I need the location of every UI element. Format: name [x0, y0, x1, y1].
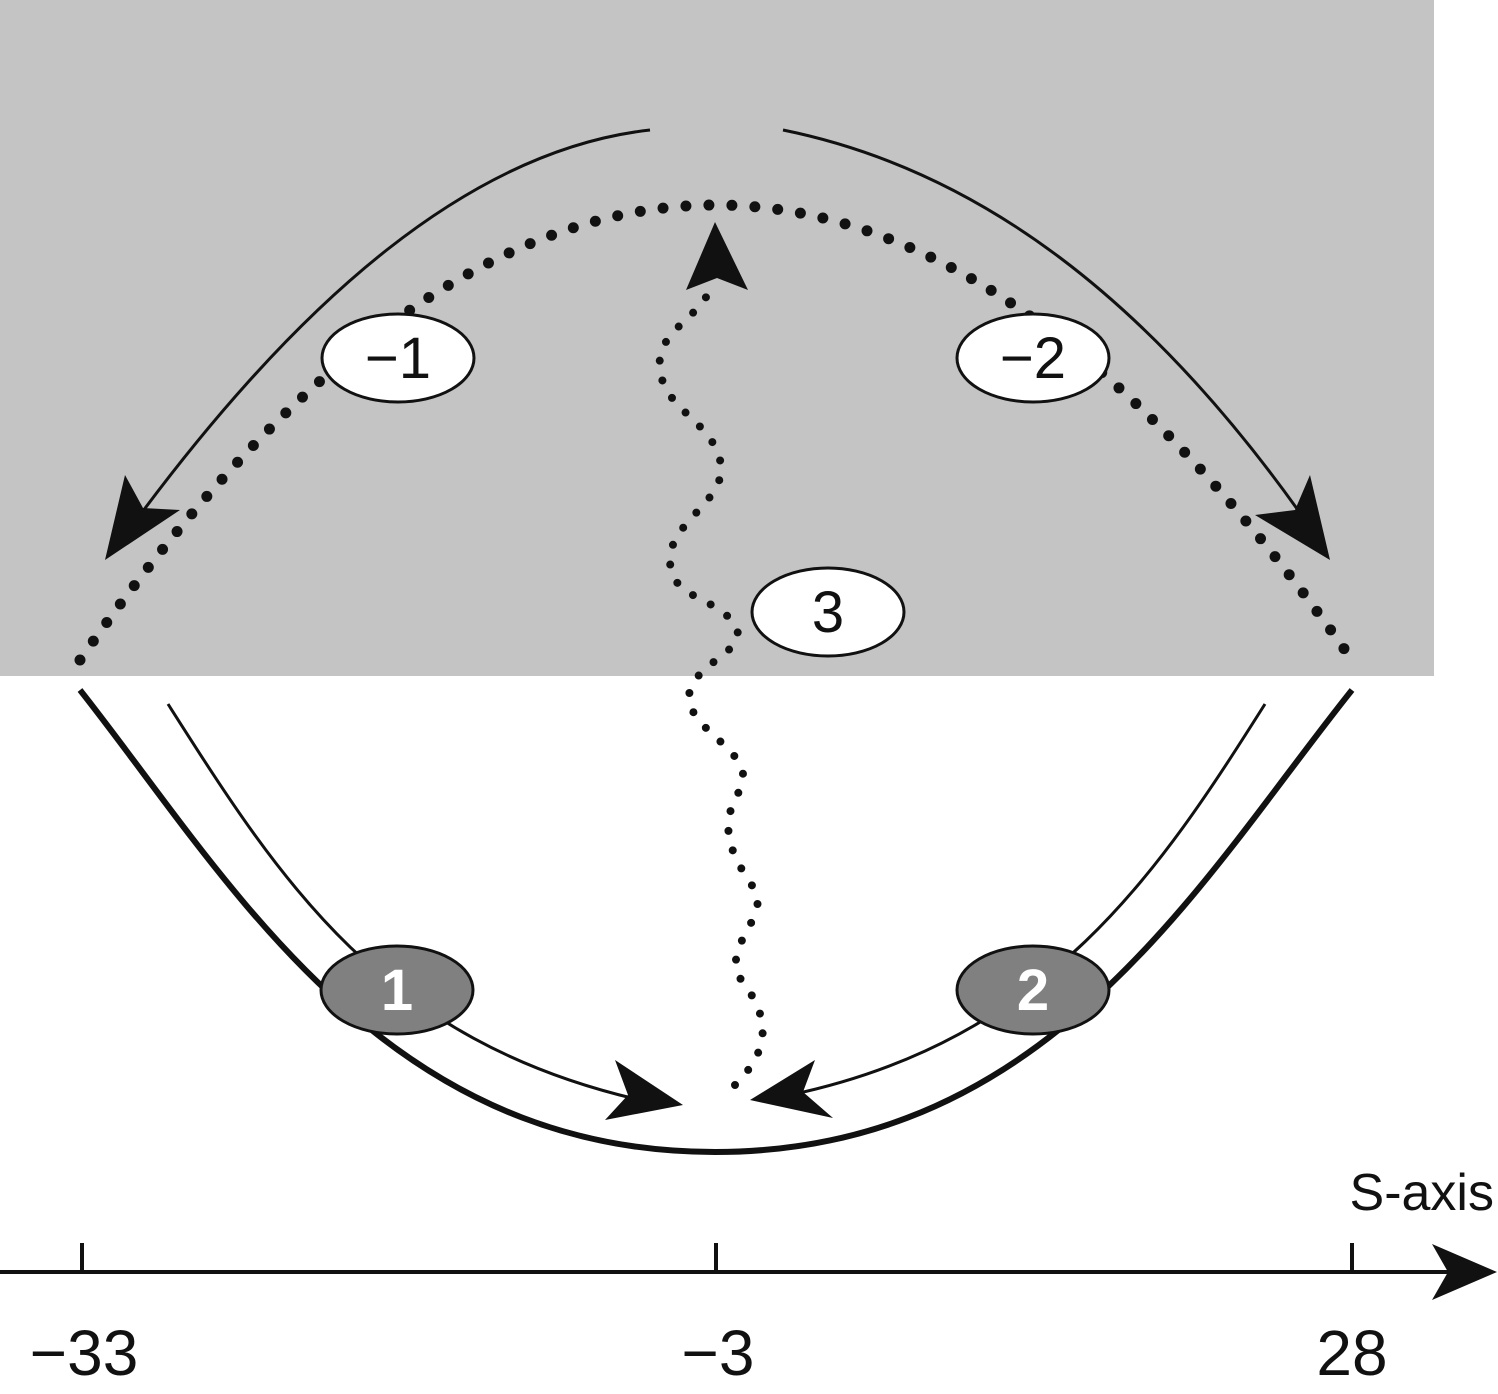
wavy-dotted-path	[655, 281, 767, 1089]
tick-label-minus-3: −3	[682, 1317, 755, 1389]
tick-label-28: 28	[1316, 1317, 1387, 1389]
node-1: 1	[319, 944, 475, 1036]
node-minus-1: −1	[320, 312, 476, 404]
node-2: 2	[955, 944, 1111, 1036]
s-axis-arrowhead	[1432, 1244, 1497, 1300]
dotted-arc	[74, 199, 1358, 666]
node-minus-1-label: −1	[365, 326, 431, 391]
node-3-label: 3	[812, 580, 844, 645]
node-minus-2: −2	[955, 312, 1111, 404]
lower-right-arrow-path	[789, 703, 1267, 1097]
node-3: 3	[750, 566, 906, 658]
lower-well-curve	[77, 688, 1355, 1156]
wavy-arrowhead	[686, 222, 748, 290]
lower-left-arrow-path	[166, 703, 641, 1102]
upper-right-arc	[782, 128, 1307, 521]
tick-label-minus-33: −33	[30, 1317, 139, 1389]
node-1-label: 1	[381, 958, 413, 1023]
node-2-label: 2	[1017, 958, 1049, 1023]
lower-right-arrowhead	[750, 1060, 833, 1118]
s-axis-label: S-axis	[1350, 1164, 1494, 1222]
upper-left-arc	[138, 128, 651, 516]
node-minus-2-label: −2	[1000, 326, 1066, 391]
upper-right-arrowhead	[1255, 475, 1330, 560]
lower-left-arrowhead	[605, 1060, 683, 1120]
shaded-region	[0, 0, 1434, 676]
upper-left-arrowhead	[105, 475, 180, 560]
